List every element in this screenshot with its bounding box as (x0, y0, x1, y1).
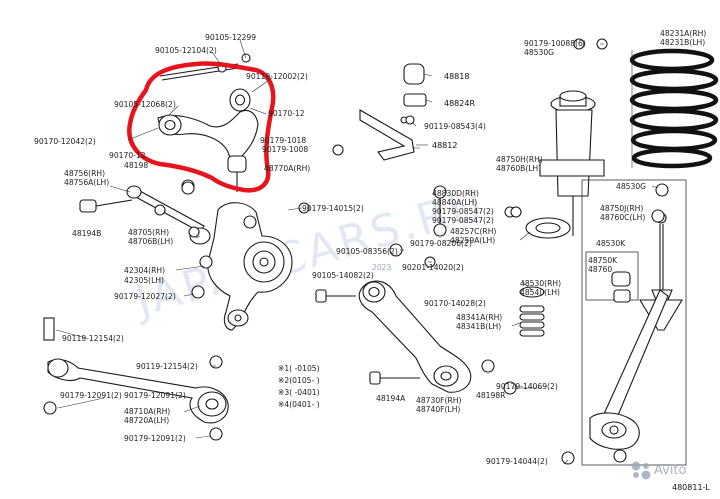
stabilizer-bar (359, 63, 427, 161)
label-48530-rh: 48530(RH) (520, 279, 561, 288)
bump-stopper (519, 286, 545, 337)
label-48750k: 48750K (588, 256, 618, 265)
steering-knuckle (207, 202, 293, 331)
label-48540-lh: 48540(LH) (520, 288, 560, 297)
label-48705-rh: 48705(RH) (128, 228, 169, 237)
label-90119-12002: 90119-12002(2) (246, 72, 308, 81)
label-48818: 48818 (444, 72, 469, 81)
label-48824r: 48824R (444, 99, 475, 108)
upper-control-arm (157, 53, 259, 192)
label-90179-08547: 90179-08547(2) (432, 207, 494, 216)
label-48740f-lh: 48740F(LH) (416, 405, 460, 414)
watermark-year: 2023 (372, 263, 391, 272)
shock-absorber-rear (589, 212, 683, 463)
label-90170-12042: 90170-12042(2) (34, 137, 96, 146)
part-labels: 90105-12299 90105-12104(2) 90119-12002(2… (34, 29, 710, 492)
label-48231b-lh: 48231B(LH) (660, 38, 705, 47)
label-90105-14082: 90105-14082(2) (312, 271, 374, 280)
label-90119-12154-a: 90119-12154(2) (62, 334, 124, 343)
coil-spring (629, 48, 719, 169)
label-90179-12027: 90179-12027(2) (114, 292, 176, 301)
fasteners (154, 115, 669, 465)
label-90105-12068: 90105-12068(2) (114, 100, 176, 109)
shock-subassembly-box (585, 251, 639, 301)
label-48760: 48760 (588, 265, 612, 274)
label-90119-12154-b: 90119-12154(2) (136, 362, 198, 371)
label-48750h-rh: 48750H(RH) (496, 155, 543, 164)
label-48530k: 48530K (596, 239, 626, 248)
label-90179-1018: 90179-1018 (260, 136, 306, 145)
label-48530g: 48530G (524, 48, 554, 57)
label-90179-14015: 90179-14015(2) (302, 204, 364, 213)
brand-text: Avito (654, 463, 687, 478)
label-42304-rh: 42304(RH) (124, 266, 165, 275)
label-90170-12: 90170-12 (268, 109, 305, 118)
label-90179-14069: 90179-14069(2) (496, 382, 558, 391)
label-note-1: ※1( -0105) (278, 364, 320, 373)
label-note-3: ※3( -0401) (278, 388, 320, 397)
leader-lines (55, 39, 659, 465)
label-48760c-lh: 48760C(LH) (600, 213, 645, 222)
label-90179-12091-a: 90179-12091(2) (124, 391, 186, 400)
label-48720a-lh: 48720A(LH) (124, 416, 169, 425)
label-90119-08543: 90119-08543(4) (424, 122, 486, 131)
label-90105-12104: 90105-12104(2) (155, 46, 217, 55)
label-note-2: ※2(0105- ) (278, 376, 320, 385)
diagram-id: 480811-L (672, 483, 710, 492)
label-90201-14020: 90201-14020(2) (402, 263, 464, 272)
label-90170-14028: 90170-14028(2) (424, 299, 486, 308)
label-48341b-lh: 48341B(LH) (456, 322, 501, 331)
label-48750j-rh: 48750J(RH) (600, 204, 643, 213)
label-48194b: 48194B (72, 229, 101, 238)
label-48341a-rh: 48341A(RH) (456, 313, 502, 322)
avito-logo-icon (631, 461, 651, 480)
label-48760b-lh: 48760B(LH) (496, 164, 541, 173)
label-48710a-rh: 48710A(RH) (124, 407, 170, 416)
label-90179-08547-b: 90179-08547(2) (432, 216, 494, 225)
lower-link (43, 317, 229, 441)
label-90179-12091-a2: 90179-12091(2) (60, 391, 122, 400)
label-48198r: 48198R (476, 391, 506, 400)
label-48830d-rh: 48830D(RH) (432, 189, 479, 198)
label-48730f-rh: 48730F(RH) (416, 396, 461, 405)
label-42305-lh: 42305(LH) (124, 276, 164, 285)
label-90105-08356: 90105-08356(2) (336, 247, 398, 256)
shock-absorber-upper (525, 38, 608, 239)
label-48257c-rh: 48257C(RH) (450, 227, 496, 236)
label-90170-12-b: 90170-12 (109, 151, 146, 160)
label-48840a-lh: 48840A(LH) (432, 198, 477, 207)
label-90105-12299: 90105-12299 (205, 33, 256, 42)
rear-lower-arm (315, 280, 495, 393)
label-48756a-lh: 48756A(LH) (64, 178, 109, 187)
label-48812: 48812 (432, 141, 457, 150)
label-note-4: ※4(0401- ) (278, 400, 320, 409)
label-48198: 48198 (124, 161, 148, 170)
label-48756-rh: 48756(RH) (64, 169, 105, 178)
label-90179-10088: 90179-10088(6) (524, 39, 586, 48)
label-90179-12091-b: 90179-12091(2) (124, 434, 186, 443)
label-48530g-box: 48530G (616, 182, 646, 191)
label-90179-14044: 90179-14044(2) (486, 457, 548, 466)
label-48231a-rh: 48231A(RH) (660, 29, 706, 38)
label-48706b-lh: 48706B(LH) (128, 237, 173, 246)
label-90179-08206: 90179-08206(2) (410, 239, 472, 248)
highlight-outline (127, 61, 276, 193)
label-48770a-rh: 48770A(RH) (264, 164, 310, 173)
label-48194a: 48194A (376, 394, 406, 403)
label-48259a-lh: 48259A(LH) (450, 236, 495, 245)
label-90179-1008: 90179-1008 (262, 145, 308, 154)
